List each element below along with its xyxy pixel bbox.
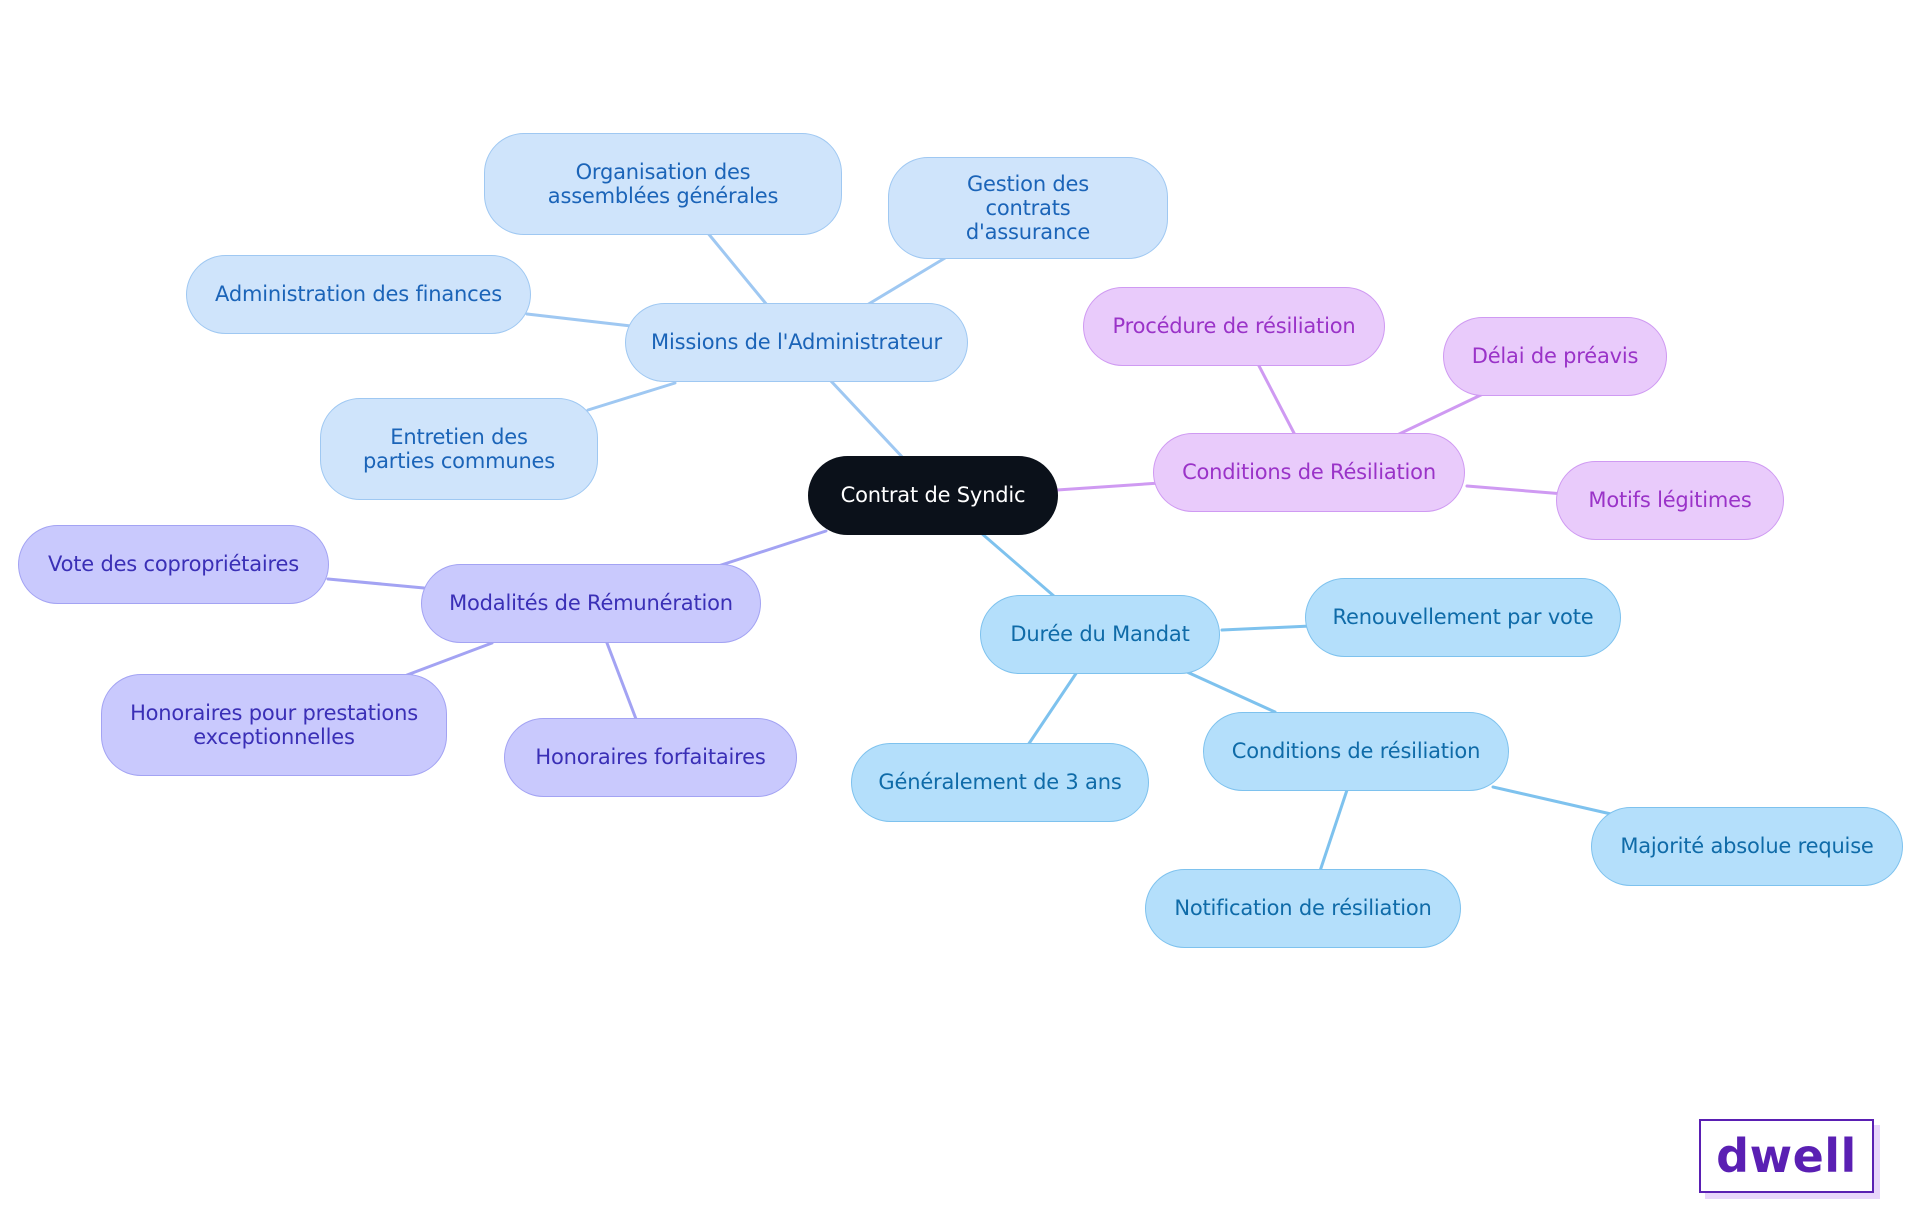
node-generalement[interactable]: Généralement de 3 ans (851, 743, 1149, 822)
node-procedure[interactable]: Procédure de résiliation (1083, 287, 1385, 366)
edge-conditions-notification (1318, 788, 1349, 873)
node-renouvellement[interactable]: Renouvellement par vote (1305, 578, 1621, 657)
edge-remuneration-vote (326, 577, 426, 590)
node-delai[interactable]: Délai de préavis (1443, 317, 1667, 396)
edge-duree-renouvellement (1220, 624, 1313, 632)
node-missions[interactable]: Missions de l'Administrateur (625, 303, 968, 382)
edge-missions-assemblees (705, 230, 769, 307)
edge-root-resiliation (1055, 481, 1162, 492)
node-entretien[interactable]: Entretien des parties communes (320, 398, 598, 500)
edge-duree-generalement (1026, 670, 1079, 747)
node-conditions-resiliation[interactable]: Conditions de résiliation (1203, 712, 1509, 791)
dwell-logo: dwell (1699, 1119, 1874, 1193)
root-node[interactable]: Contrat de Syndic (808, 456, 1058, 535)
edge-missions-finances (525, 312, 633, 328)
node-finances[interactable]: Administration des finances (186, 255, 531, 334)
node-exceptionnelles[interactable]: Honoraires pour prestations exceptionnel… (101, 674, 447, 776)
edge-resiliation-motifs (1465, 484, 1566, 496)
edge-remuneration-exceptionnelles (405, 641, 494, 677)
node-notification[interactable]: Notification de résiliation (1145, 869, 1461, 948)
node-vote[interactable]: Vote des copropriétaires (18, 525, 329, 604)
node-motifs[interactable]: Motifs légitimes (1556, 461, 1784, 540)
edge-conditions-majorite (1491, 785, 1613, 816)
node-forfaitaires[interactable]: Honoraires forfaitaires (504, 718, 797, 797)
node-assurance[interactable]: Gestion des contrats d'assurance (888, 157, 1168, 259)
edge-resiliation-procedure (1255, 360, 1297, 437)
edge-duree-conditions (1185, 670, 1277, 714)
node-assemblees[interactable]: Organisation des assemblées générales (484, 133, 842, 235)
node-majorite[interactable]: Majorité absolue requise (1591, 807, 1903, 886)
edge-root-missions (828, 378, 907, 462)
edge-root-remuneration (710, 529, 828, 570)
node-remuneration[interactable]: Modalités de Rémunération (421, 564, 761, 643)
node-resiliation[interactable]: Conditions de Résiliation (1153, 433, 1465, 512)
edge-root-duree (978, 530, 1057, 599)
edge-remuneration-forfaitaires (605, 641, 638, 721)
edge-resiliation-delai (1395, 392, 1485, 437)
edge-missions-assurance (865, 256, 947, 307)
edge-missions-entretien (586, 381, 677, 412)
node-duree[interactable]: Durée du Mandat (980, 595, 1220, 674)
